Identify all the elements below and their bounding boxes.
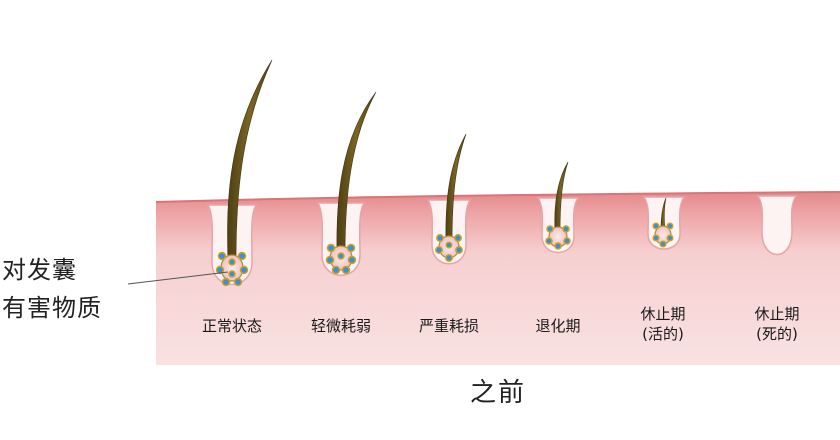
hair-shafts	[227, 59, 667, 263]
stage-title: 退化期	[535, 317, 581, 335]
hair-strand-severe	[445, 133, 467, 246]
follicle-cells	[215, 222, 674, 287]
stage-title: 严重耗损	[418, 317, 479, 335]
callout-line-1: 对发囊	[2, 256, 77, 284]
hair-strand-normal	[227, 59, 273, 263]
stage-label-normal: 正常状态	[177, 316, 287, 336]
stage-title: 正常状态	[201, 317, 262, 335]
caption-before: 之前	[470, 378, 527, 408]
stage-label-resting-dead: 休止期 (死的)	[722, 304, 832, 344]
stage-title: 休止期	[754, 305, 800, 323]
stage-title: 轻微耗弱	[310, 317, 371, 335]
stage-label-regression: 退化期	[503, 316, 613, 336]
stage-label-resting-alive: 休止期 (活的)	[608, 304, 718, 344]
stage-sublabel: (死的)	[756, 325, 798, 343]
callout-leader-line	[127, 271, 229, 285]
hair-strand-regression	[554, 161, 569, 233]
stage-label-severe: 严重耗损	[394, 316, 504, 336]
stage-title: 休止期	[640, 305, 686, 323]
stage-label-mild: 轻微耗弱	[286, 316, 396, 336]
hair-strand-resting-alive	[660, 197, 667, 231]
stage-sublabel: (活的)	[642, 325, 684, 343]
callout-line-2: 有害物质	[2, 294, 102, 322]
hair-strand-mild	[336, 91, 377, 256]
